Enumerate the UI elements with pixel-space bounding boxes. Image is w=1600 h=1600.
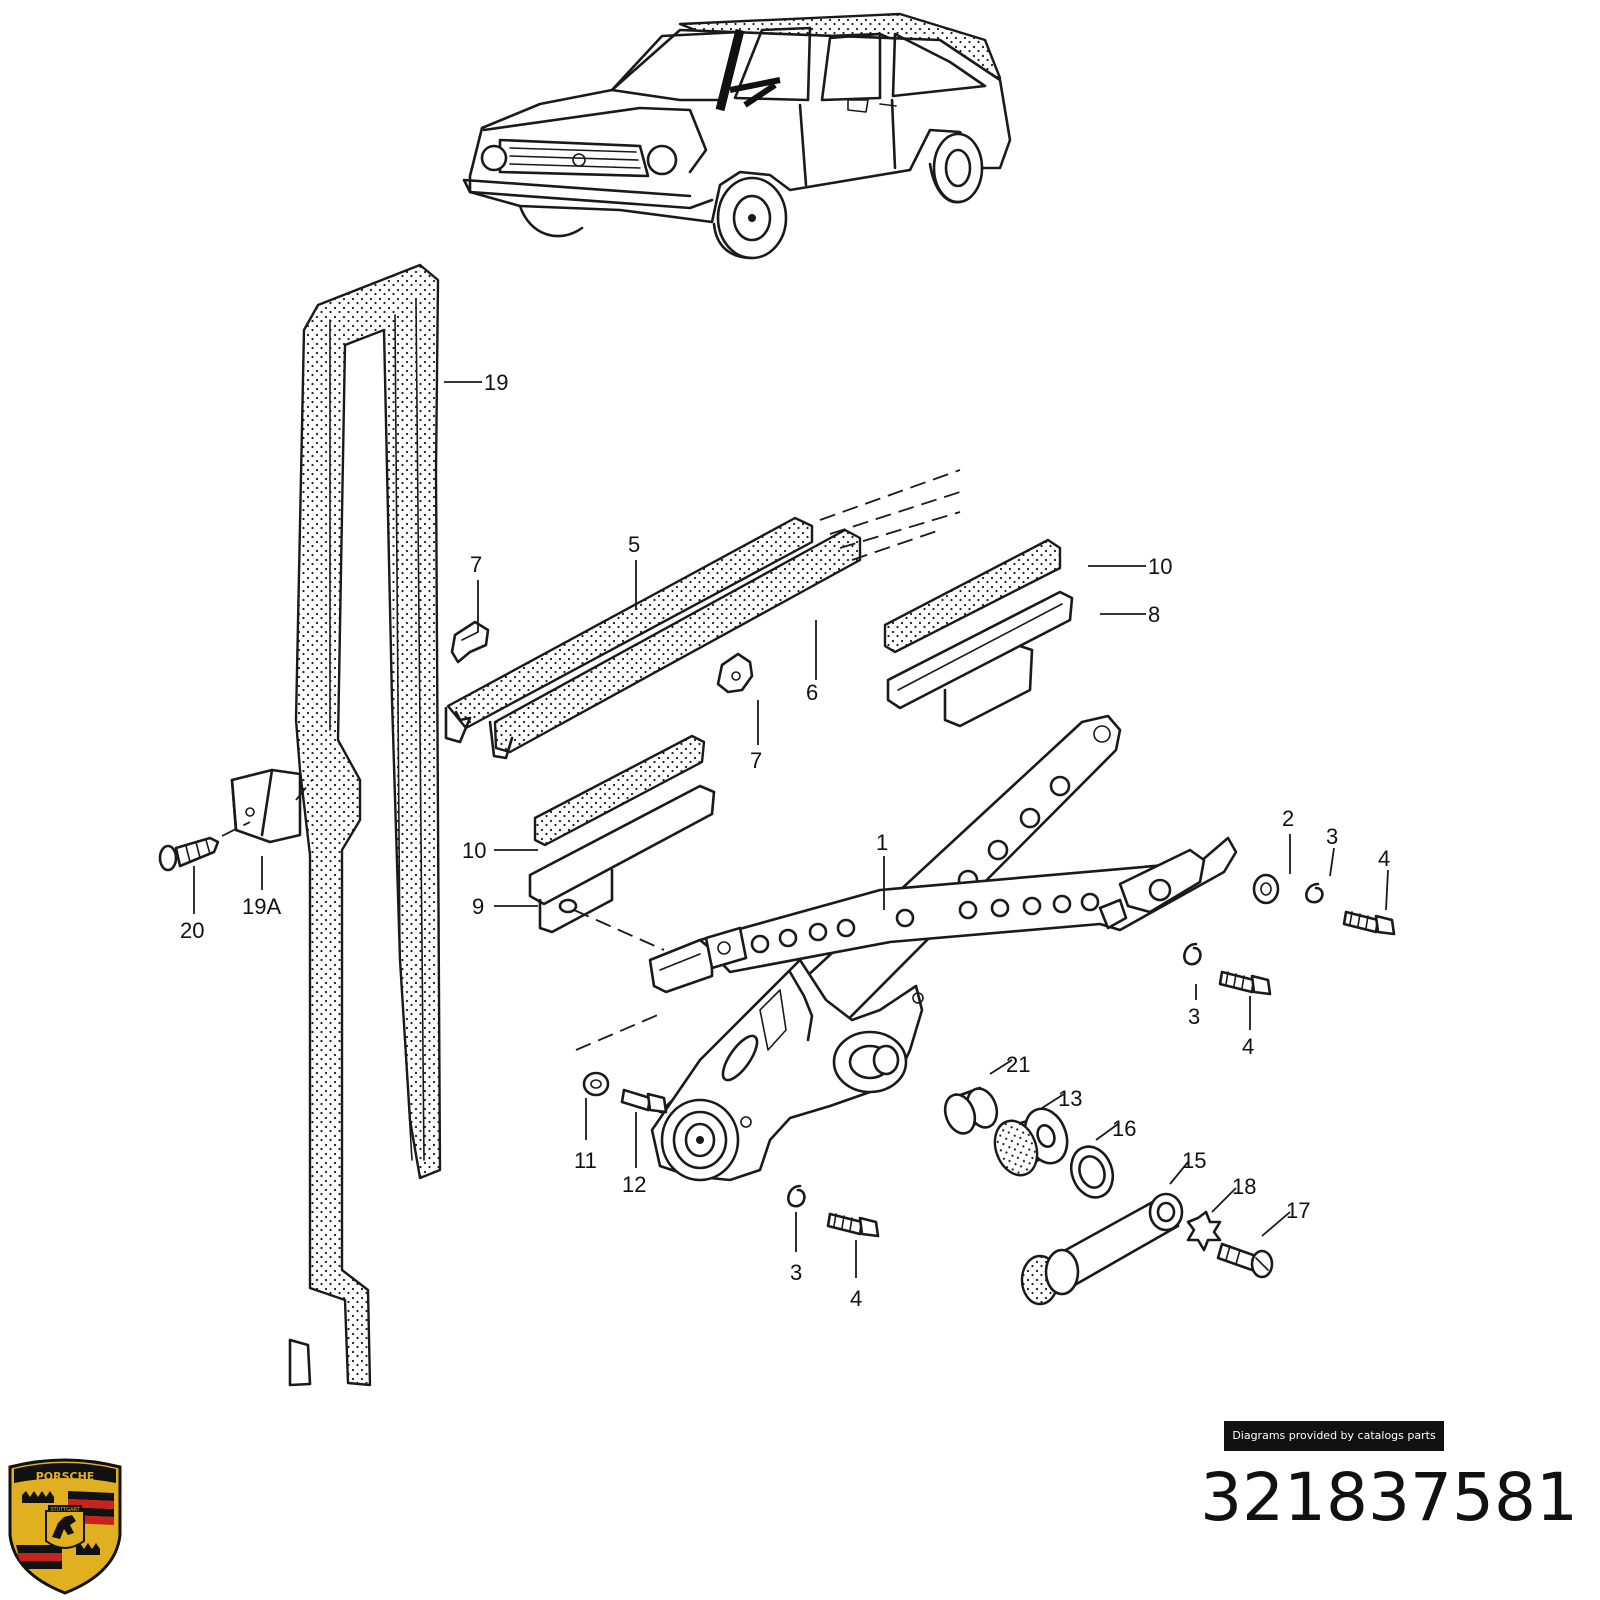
spring-washer-3-top [1305, 882, 1324, 904]
washer-2 [1252, 873, 1280, 905]
clip-7-upper [450, 620, 490, 664]
callout-5: 5 [628, 532, 640, 557]
svg-text:PORSCHE: PORSCHE [36, 1470, 95, 1483]
crank-handle-15 [1020, 1192, 1184, 1306]
callout-8: 8 [1148, 602, 1160, 627]
ring-16 [1069, 1145, 1115, 1199]
part-number: 321837581 [1200, 1459, 1578, 1536]
guide-rail-9 [528, 784, 716, 951]
callout-10-lower: 10 [462, 838, 486, 863]
callout-4-low: 4 [850, 1286, 862, 1311]
clip-19a [230, 768, 302, 844]
leader-lines [193, 381, 1389, 1278]
callout-19: 19 [484, 370, 508, 395]
spring-washer-3-low [787, 1184, 806, 1208]
callout-9: 9 [472, 894, 484, 919]
callout-4-mid: 4 [1242, 1034, 1254, 1059]
porsche-crest-logo: PORSCHE STUTTGART [8, 1458, 122, 1595]
callout-18: 18 [1232, 1174, 1256, 1199]
callout-11: 11 [574, 1148, 597, 1173]
callout-15: 15 [1182, 1148, 1206, 1173]
callout-13: 13 [1058, 1086, 1082, 1111]
callout-7-lower: 7 [750, 748, 762, 773]
bolt-4-top [1342, 910, 1396, 936]
callout-6: 6 [806, 680, 818, 705]
callout-3-low: 3 [790, 1260, 802, 1285]
window-channel-19 [288, 263, 442, 1387]
callout-7-upper: 7 [470, 552, 482, 577]
car-illustration [462, 12, 1012, 260]
washer-11 [582, 1071, 610, 1097]
svg-text:STUTTGART: STUTTGART [50, 1507, 80, 1513]
bushing-21 [943, 1086, 999, 1135]
callout-16: 16 [1112, 1116, 1136, 1141]
guide-rail-8 [886, 590, 1074, 728]
callout-2: 2 [1282, 806, 1294, 831]
callout-21: 21 [1006, 1052, 1030, 1077]
callout-12: 12 [622, 1172, 646, 1197]
bolt-4-low [826, 1212, 880, 1238]
callout-10-upper: 10 [1148, 554, 1172, 579]
callout-17: 17 [1286, 1198, 1310, 1223]
window-regulator-1 [575, 714, 1238, 1182]
screw-17 [1216, 1242, 1274, 1279]
callout-19a: 19A [242, 894, 281, 919]
bolt-4-mid [1218, 970, 1272, 996]
spring-washer-3-mid [1183, 942, 1202, 966]
callout-20: 20 [180, 918, 204, 943]
seal-10-upper [883, 538, 1062, 654]
screw-20 [158, 779, 313, 872]
clip-7-lower [716, 652, 754, 694]
diagram-credit-label: Diagrams provided by catalogs parts [1224, 1421, 1444, 1451]
star-washer-18 [1186, 1210, 1222, 1252]
spacer-13 [993, 1107, 1069, 1177]
callout-4-top: 4 [1378, 846, 1390, 871]
callout-3-top: 3 [1326, 824, 1338, 849]
window-seal-5-6 [444, 469, 961, 760]
callout-3-mid: 3 [1188, 1004, 1200, 1029]
bolt-12 [620, 1088, 668, 1114]
callout-1: 1 [876, 830, 888, 855]
seal-10-lower [533, 734, 706, 847]
callout-numbers: 19 5 7 6 7 10 8 10 9 1 2 3 4 3 4 20 19A … [180, 370, 1390, 1311]
